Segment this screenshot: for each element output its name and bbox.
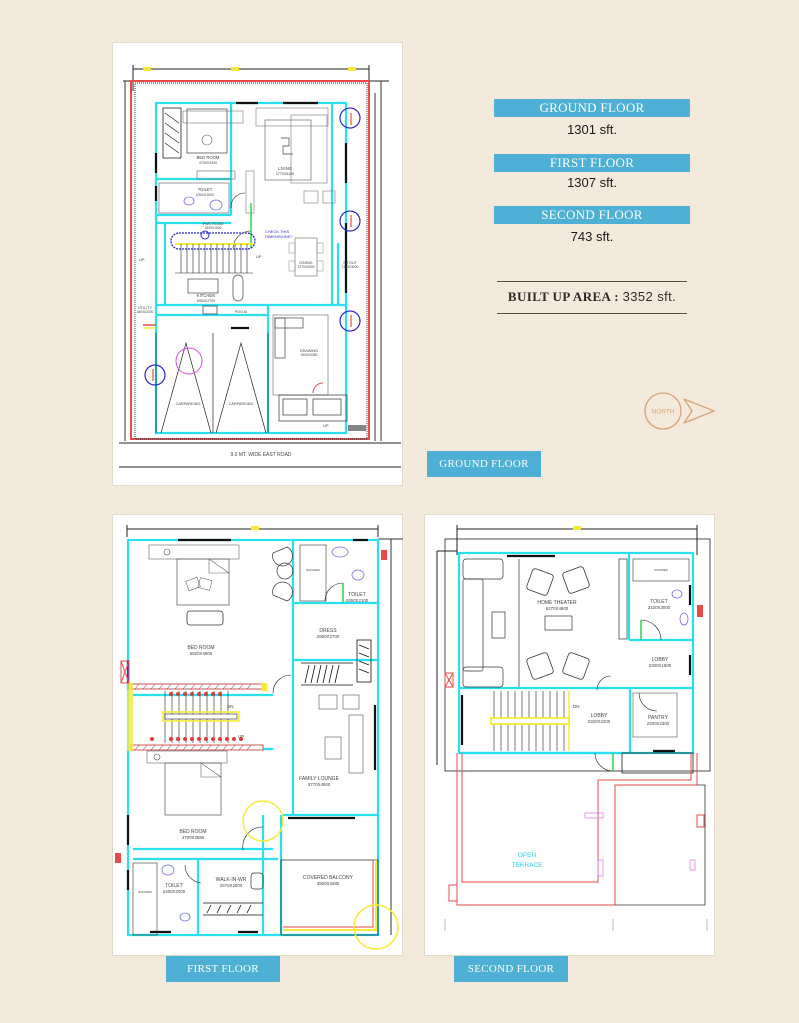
- summary-second-floor-area: 743 sft.: [570, 229, 614, 244]
- svg-text:LIVING: LIVING: [278, 166, 292, 171]
- first-floor-plan-drawing: BED ROOM 5820X4900 SHOWER TOILET 2650X21…: [115, 525, 403, 950]
- gf-room-bedroom-label: BED ROOM: [197, 155, 220, 160]
- svg-text:3770X5100: 3770X5100: [276, 172, 294, 176]
- summary-ground-floor-badge: GROUND FLOOR: [494, 99, 690, 117]
- svg-text:TOILET: TOILET: [198, 187, 213, 192]
- gf-road-label: 9.0 MT. WIDE EAST ROAD: [230, 452, 291, 458]
- svg-text:TOILET: TOILET: [348, 592, 365, 598]
- gf-carparking-1-label: CARPARKING: [176, 402, 201, 406]
- svg-text:FAMILY LOUNGE: FAMILY LOUNGE: [299, 776, 339, 782]
- first-floor-plan-sheet: BED ROOM 5820X4900 SHOWER TOILET 2650X21…: [112, 514, 403, 956]
- svg-text:3770X3300: 3770X3300: [298, 265, 315, 269]
- svg-text:TOILET: TOILET: [165, 883, 182, 889]
- svg-text:UP: UP: [323, 423, 329, 428]
- svg-text:UP: UP: [238, 734, 244, 739]
- svg-text:PANTRY: PANTRY: [648, 715, 668, 721]
- svg-text:TERRACE: TERRACE: [511, 862, 543, 869]
- built-up-area-label: BUILT UP AREA :: [507, 289, 619, 304]
- svg-text:2320X2200: 2320X2200: [588, 719, 611, 724]
- svg-text:KITCHEN: KITCHEN: [197, 293, 215, 298]
- second-floor-plan-drawing: HOME THEATER 6270X4900 SHOWER TOILET 210…: [436, 525, 711, 931]
- svg-text:DIMENSIONS?: DIMENSIONS?: [265, 234, 293, 239]
- svg-text:2650X2100: 2650X2100: [346, 598, 369, 603]
- svg-text:2650X2700: 2650X2700: [317, 634, 340, 639]
- svg-text:SHOWER: SHOWER: [654, 568, 668, 572]
- svg-text:HOME THEATER: HOME THEATER: [537, 600, 577, 606]
- ground-floor-caption: GROUND FLOOR: [427, 451, 541, 477]
- summary-first-floor-area: 1307 sft.: [567, 175, 617, 190]
- svg-text:LOBBY: LOBBY: [591, 713, 608, 719]
- summary-first-floor-badge: FIRST FLOOR: [494, 154, 690, 172]
- svg-text:CARPARKING: CARPARKING: [229, 402, 254, 406]
- svg-text:PWD ROOM: PWD ROOM: [203, 222, 224, 226]
- svg-text:DN: DN: [573, 704, 580, 709]
- summary-divider-bottom: [497, 313, 687, 314]
- svg-text:2570X2000: 2570X2000: [220, 883, 243, 888]
- summary-divider-top: [497, 281, 687, 282]
- svg-text:2100X3000: 2100X3000: [648, 605, 671, 610]
- gf-check-note: CHECK THIS: [265, 229, 289, 234]
- svg-text:UTILITY: UTILITY: [138, 306, 153, 310]
- svg-text:DINING: DINING: [299, 261, 312, 265]
- svg-text:NORTH: NORTH: [652, 409, 675, 416]
- svg-text:5950X2700: 5950X2700: [197, 299, 215, 303]
- svg-text:1100X3000: 1100X3000: [342, 265, 359, 269]
- svg-text:SHOWER: SHOWER: [306, 568, 320, 572]
- north-compass: NORTH: [642, 391, 716, 431]
- ground-floor-plan-drawing: BED ROOM 4700X3300 TOILET 3300X1500 LIVI…: [119, 65, 401, 468]
- svg-text:2300X1800: 2300X1800: [649, 663, 672, 668]
- svg-text:DRESS: DRESS: [319, 628, 337, 634]
- svg-text:SITOUT: SITOUT: [343, 261, 358, 265]
- svg-text:POOJA: POOJA: [235, 310, 248, 314]
- svg-text:BED ROOM: BED ROOM: [187, 645, 214, 651]
- built-up-area-value: 3352 sft.: [622, 289, 677, 304]
- svg-text:3770X4500: 3770X4500: [308, 782, 331, 787]
- svg-text:2400X2000: 2400X2000: [163, 889, 186, 894]
- ground-floor-plan-sheet: BED ROOM 4700X3300 TOILET 3300X1500 LIVI…: [112, 42, 403, 486]
- svg-text:1800X1500: 1800X1500: [205, 226, 222, 230]
- built-up-area: BUILT UP AREA : 3352 sft.: [492, 289, 692, 305]
- svg-text:LOBBY: LOBBY: [652, 657, 669, 663]
- svg-text:SHOWER: SHOWER: [138, 890, 152, 894]
- svg-text:4700X3580: 4700X3580: [182, 835, 205, 840]
- summary-ground-floor-area: 1301 sft.: [567, 122, 617, 137]
- svg-text:WALK-IN-WR: WALK-IN-WR: [216, 877, 247, 883]
- sf-open-terrace-label: OPEN: [518, 852, 537, 859]
- svg-text:2200X2300: 2200X2300: [647, 721, 670, 726]
- svg-text:3300X1500: 3300X1500: [196, 193, 214, 197]
- svg-text:COVERED BALCONY: COVERED BALCONY: [303, 875, 354, 881]
- svg-text:DRAWING: DRAWING: [300, 349, 318, 353]
- summary-second-floor-badge: SECOND FLOOR: [494, 206, 690, 224]
- svg-text:5820X4900: 5820X4900: [190, 651, 213, 656]
- second-floor-plan-sheet: HOME THEATER 6270X4900 SHOWER TOILET 210…: [424, 514, 715, 956]
- svg-text:UP: UP: [139, 257, 145, 262]
- svg-text:1800X2300: 1800X2300: [137, 310, 154, 314]
- svg-text:3300X3380: 3300X3380: [301, 353, 318, 357]
- svg-text:TOILET: TOILET: [650, 599, 667, 605]
- svg-text:BED ROOM: BED ROOM: [179, 829, 206, 835]
- svg-text:4700X3300: 4700X3300: [199, 161, 217, 165]
- svg-text:DN: DN: [227, 704, 234, 709]
- north-arrow-icon: NORTH: [644, 392, 715, 430]
- svg-text:3500X3480: 3500X3480: [317, 881, 340, 886]
- first-floor-caption: FIRST FLOOR: [166, 956, 280, 982]
- svg-text:6270X4900: 6270X4900: [546, 606, 569, 611]
- second-floor-caption: SECOND FLOOR: [454, 956, 568, 982]
- svg-text:UP: UP: [256, 254, 262, 259]
